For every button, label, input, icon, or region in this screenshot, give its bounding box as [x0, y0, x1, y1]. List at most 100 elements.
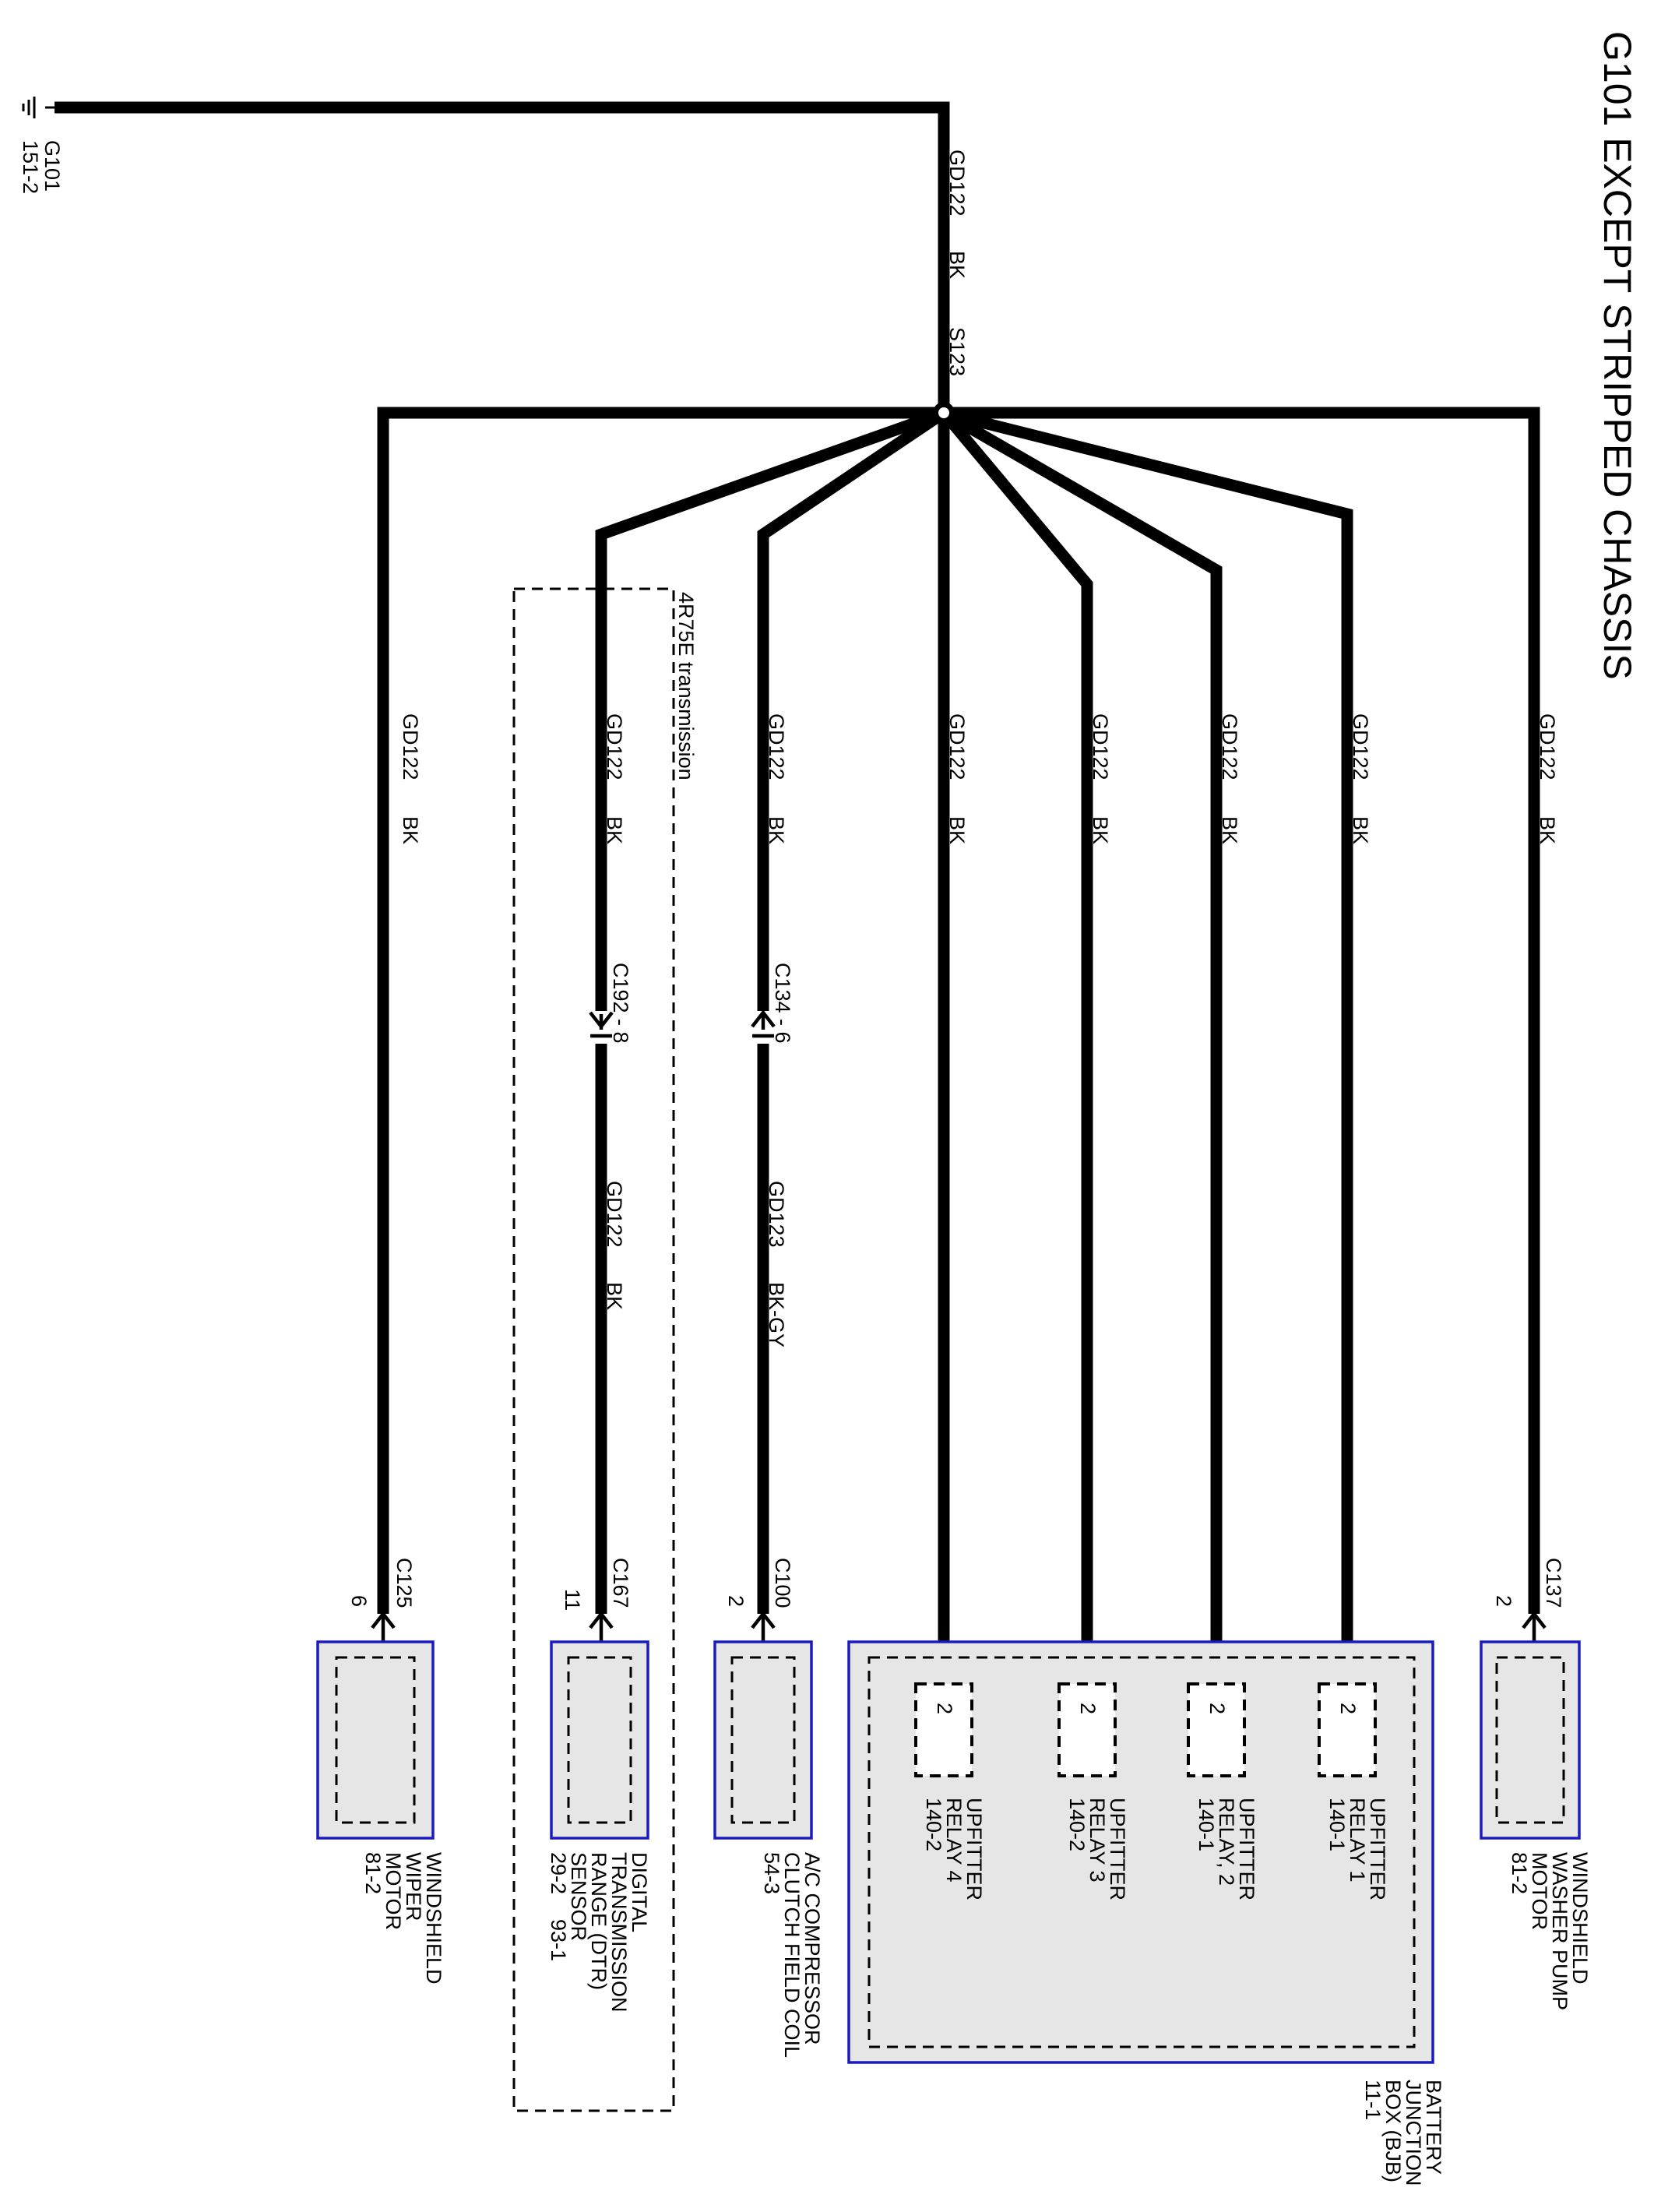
relay-1-name-1: UPFITTER	[1366, 1798, 1389, 1900]
branch-circuit: GD122	[765, 713, 788, 780]
ac-after-color: BK-GY	[765, 1282, 788, 1347]
dtr-ref-b: 93-1	[547, 1919, 570, 1961]
dtr-connector: C167	[609, 1558, 632, 1608]
relay-2: 2 UPFITTER RELAY, 2 140-1	[1187, 1682, 1258, 1900]
branch-color: BK	[399, 816, 422, 844]
main-wire-circuit: GD122	[945, 150, 969, 217]
ac-after-circuit: GD123	[765, 1181, 788, 1248]
wire-wiper	[377, 407, 944, 1614]
ground-ref: 151-2	[19, 140, 42, 194]
transmission-boundary	[512, 587, 675, 2112]
wire-relay-1	[942, 407, 1353, 1642]
ac-connector: C100	[771, 1558, 794, 1608]
washer-name-3: MOTOR	[1528, 1852, 1551, 1930]
branch-label-relay-2: GD122 BK	[1218, 713, 1241, 844]
branch-circuit: GD122	[399, 713, 422, 780]
washer-name-2: WASHER PUMP	[1548, 1852, 1571, 2010]
transmission-label: 4R75E transmission	[674, 592, 698, 780]
dtr-name-2: TRANSMISSION	[607, 1852, 631, 2013]
bjb-name-2: JUNCTION	[1402, 2080, 1425, 2186]
relay-1: 2 UPFITTER RELAY 1 140-1	[1318, 1682, 1389, 1900]
relay-2-name-3: 140-1	[1195, 1798, 1218, 1851]
branch-circuit: GD122	[945, 713, 969, 780]
inline-connector-c134-icon	[751, 1009, 776, 1038]
relay-4-name-3: 140-2	[922, 1798, 945, 1851]
wire-washer	[944, 407, 1540, 1614]
ac-pin: 2	[724, 1595, 748, 1607]
wiper-name-2: WIPER	[402, 1852, 425, 1921]
splice-node-center	[938, 407, 949, 418]
wiper-name-1: WINDSHIELD	[422, 1852, 445, 1985]
wire-relay-3	[939, 409, 1093, 1642]
branch-circuit: GD122	[603, 713, 626, 780]
branch-color: BK	[1349, 816, 1372, 844]
branch-color: BK	[1536, 816, 1559, 844]
relay-2-pin: 2	[1205, 1703, 1229, 1714]
relay-4: 2 UPFITTER RELAY 4 140-2	[914, 1682, 986, 1900]
dtr-after-circuit: GD122	[603, 1181, 626, 1248]
relay-2-name-1: UPFITTER	[1235, 1798, 1258, 1900]
wiper-connector: C125	[392, 1558, 416, 1608]
relay-1-name-3: 140-1	[1325, 1798, 1349, 1851]
inline-connector-c192-label: C192 - 8	[609, 963, 632, 1044]
diagram-title: G101 EXCEPT STRIPPED CHASSIS	[1596, 31, 1639, 680]
dtr-name-3: RANGE (DTR)	[587, 1852, 611, 1990]
bjb-name-1: BATTERY	[1422, 2080, 1445, 2175]
washer-pin: 2	[1492, 1595, 1515, 1607]
relay-3-name-2: RELAY 3	[1086, 1798, 1109, 1883]
relay-3: 2 UPFITTER RELAY 3 140-2	[1058, 1682, 1129, 1900]
ac-name-1: A/C COMPRESSOR	[801, 1852, 824, 2045]
branch-circuit: GD122	[1536, 713, 1559, 780]
branch-label-dtr: GD122 BK	[603, 713, 626, 844]
branch-label-relay-1: GD122 BK	[1349, 713, 1372, 844]
branch-color: BK	[603, 816, 626, 844]
dtr-name-4: SENSOR	[567, 1852, 590, 1941]
inline-connector-c192-icon	[589, 1011, 614, 1038]
dtr-name-1: DIGITAL	[628, 1852, 651, 1932]
wires	[55, 101, 1540, 1642]
wire-dtr-1	[595, 407, 946, 1011]
splice-label: S123	[945, 327, 969, 376]
wiper-name-4: 81-2	[361, 1852, 385, 1894]
dtr-ref-a: 29-2	[547, 1852, 570, 1894]
branch-label-washer: GD122 BK	[1536, 713, 1559, 844]
branch-label-wiper: GD122 BK	[399, 713, 422, 844]
branch-color: BK	[1089, 816, 1112, 844]
component-dtr-sensor: C167 11 DIGITAL TRANSMISSION RANGE (DTR)…	[547, 1558, 651, 2013]
dtr-pin: 11	[561, 1589, 584, 1611]
washer-connector: C137	[1542, 1558, 1565, 1608]
relay-1-name-2: RELAY 1	[1346, 1798, 1369, 1883]
component-washer-pump: C137 2 WINDSHIELD WASHER PUMP MOTOR 81-2	[1480, 1558, 1592, 2010]
relay-4-name-2: RELAY 4	[942, 1798, 966, 1883]
branch-color: BK	[765, 816, 788, 844]
branch-color: BK	[945, 816, 969, 844]
relay-3-pin: 2	[1076, 1703, 1100, 1714]
wiper-pin: 6	[347, 1595, 371, 1607]
branch-label-ac: GD122 BK	[765, 713, 788, 844]
dtr-after-color: BK	[603, 1282, 626, 1310]
ground-name: G101	[40, 140, 64, 192]
branch-circuit: GD122	[1349, 713, 1372, 780]
branch-circuit: GD122	[1089, 713, 1112, 780]
ac-name-3: 54-3	[760, 1852, 783, 1894]
branch-circuit: GD122	[1218, 713, 1241, 780]
branch-color: BK	[1218, 816, 1241, 844]
relay-3-name-3: 140-2	[1065, 1798, 1089, 1851]
branch-label-relay-4: GD122 BK	[945, 713, 969, 844]
ac-name-2: CLUTCH FIELD COIL	[780, 1852, 804, 2058]
inline-connector-c134-label: C134 - 6	[771, 963, 794, 1044]
relay-4-name-1: UPFITTER	[962, 1798, 986, 1900]
bjb-name-4: 11-1	[1361, 2080, 1385, 2120]
washer-name-4: 81-2	[1508, 1852, 1531, 1894]
wire-relay-2	[941, 407, 1223, 1642]
wire-main	[55, 101, 950, 413]
relay-3-name-1: UPFITTER	[1106, 1798, 1129, 1900]
main-wire-color: BK	[945, 251, 969, 279]
ground-symbol-icon	[22, 97, 56, 118]
relay-2-name-2: RELAY, 2	[1215, 1798, 1238, 1886]
component-bjb: BATTERY JUNCTION BOX (BJB) 11-1 2 UPFITT…	[847, 1640, 1445, 2186]
relay-4-pin: 2	[933, 1703, 956, 1714]
component-ac-compressor: C100 2 A/C COMPRESSOR CLUTCH FIELD COIL …	[713, 1558, 824, 2058]
relay-1-pin: 2	[1336, 1703, 1360, 1714]
